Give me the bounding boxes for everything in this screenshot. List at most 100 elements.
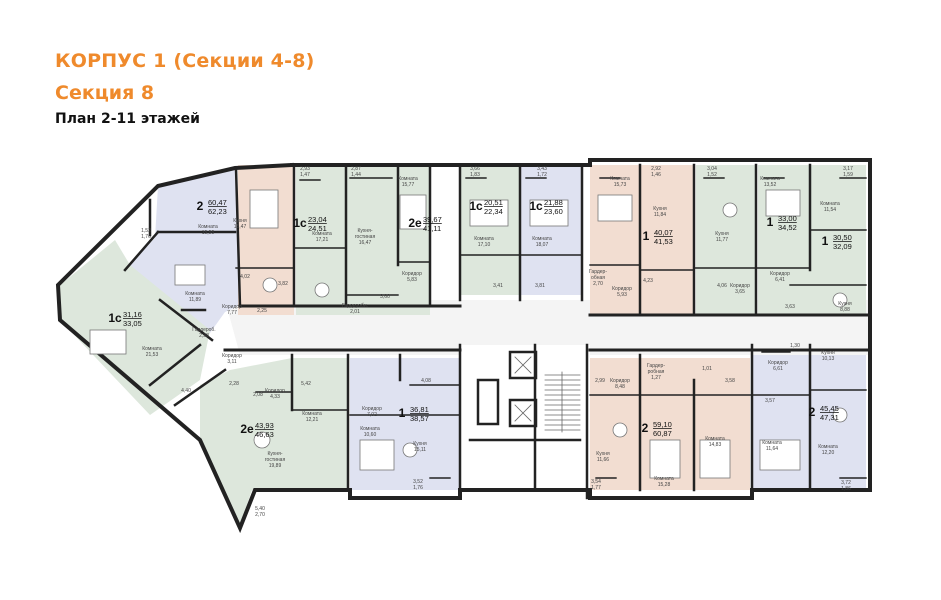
apartment-living-area: 45,45 — [820, 404, 839, 413]
apartment-total-area: 34,52 — [778, 223, 797, 232]
room-label: 5,42 — [301, 381, 311, 387]
apartment-living-area: 20,51 — [484, 198, 503, 207]
room-label: 2,99 — [595, 378, 605, 384]
floor-plan-subtitle: План 2-11 этажей — [55, 111, 200, 127]
apartment-total-area: 41,11 — [423, 224, 441, 233]
room-label: 3,63 — [785, 304, 795, 310]
building-title: КОРПУС 1 (Секции 4-8) — [55, 50, 315, 72]
room-label: 3,41 — [493, 283, 503, 289]
apartment-total-area: 24,51 — [308, 224, 327, 233]
room-label: 3,60 — [380, 294, 390, 300]
apartment-total-area: 46,63 — [255, 430, 274, 439]
apartment-total-area: 23,60 — [544, 207, 563, 216]
apartment-living-area: 60,47 — [208, 198, 227, 207]
room-label: 4,40 — [181, 388, 191, 394]
stair-core — [465, 345, 587, 480]
room-label: 2,28 — [229, 381, 239, 387]
apt-fill-1c-31 — [60, 240, 210, 415]
apartment-living-area: 23,04 — [308, 215, 327, 224]
apartment-type: 2е — [240, 422, 254, 436]
section-title: Секция 8 — [55, 82, 155, 104]
apartment-type: 2е — [408, 216, 422, 230]
apartment-type: 2 — [197, 199, 204, 213]
room-label: Гардеробн.2,01 — [342, 303, 368, 315]
apartment-type: 1 — [399, 406, 406, 420]
apartment-living-area: 36,81 — [410, 405, 429, 414]
outer-wall — [55, 158, 872, 534]
room-label: 4,08 — [421, 378, 431, 384]
room-label: 2,25 — [257, 308, 267, 314]
room-label: 4,02 — [240, 274, 250, 280]
apartment-living-area: 31,16 — [123, 310, 142, 319]
apt-fill-2-60 — [125, 170, 240, 340]
apt-fill-1-33 — [696, 165, 756, 315]
apartment-total-area: 22,34 — [484, 207, 503, 216]
apartment-total-area: 32,09 — [833, 242, 852, 251]
apartment-type: 1 — [643, 229, 650, 243]
apt-fill-1-40 — [590, 165, 694, 315]
room-label: 1,01 — [702, 366, 712, 372]
apartment-total-area: 62,23 — [208, 207, 227, 216]
room-label: Гардероб.2,38 — [192, 327, 215, 339]
apartment-total-area: 33,05 — [123, 319, 142, 328]
apartment-total-area: 38,57 — [410, 414, 429, 423]
apt-fill-1c-20 — [460, 165, 520, 295]
room-label: 1,30 — [790, 343, 800, 349]
room-label: 2,08 — [253, 392, 263, 398]
apartment-type: 1с — [108, 311, 122, 325]
apartment-type: 1с — [469, 199, 483, 213]
apartment-total-area: 41,53 — [654, 237, 673, 246]
apt-fill-1c-23 — [238, 165, 294, 315]
